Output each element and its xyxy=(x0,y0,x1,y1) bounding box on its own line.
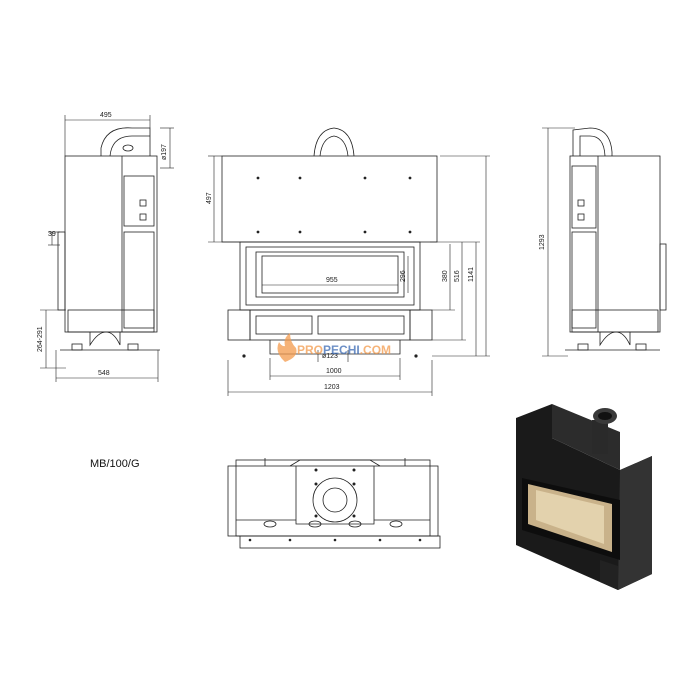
front-dots xyxy=(242,176,418,358)
dim-overall-width: 1203 xyxy=(324,384,340,391)
dim-base-depth: 548 xyxy=(98,370,110,377)
model-label: MB/100/G xyxy=(90,458,140,470)
dim-glass-height: 296 xyxy=(400,270,407,282)
watermark: PROPECHI.COM xyxy=(277,333,391,362)
side-dimension-lines xyxy=(40,115,174,382)
dim-glass-width: 955 xyxy=(326,277,338,284)
watermark-suffix: .COM xyxy=(360,343,391,357)
dim-inner-width: 1000 xyxy=(326,368,342,375)
dim-opening-height: 380 xyxy=(442,270,449,282)
front-view xyxy=(221,127,438,355)
dim-rear-height: 1293 xyxy=(539,234,546,250)
watermark-prefix: PRO xyxy=(297,343,323,357)
watermark-text: PROPECHI.COM xyxy=(297,343,391,357)
dim-flue: ø123 xyxy=(322,353,338,360)
rear-view xyxy=(565,127,667,351)
top-view xyxy=(227,458,441,549)
product-render xyxy=(516,404,652,590)
watermark-highlight: PECHI xyxy=(323,343,360,357)
dim-side-depth: 495 xyxy=(100,112,112,119)
top-view-dots xyxy=(248,468,422,542)
dim-total-height: 1141 xyxy=(468,267,475,282)
side-view xyxy=(57,127,160,351)
dimension-labels: 495 ø197 39 264-291 548 497 955 296 380 … xyxy=(37,112,546,391)
dim-flue-diameter: ø197 xyxy=(161,144,168,160)
dim-leg-range: 264-291 xyxy=(37,326,44,352)
dim-door-height: 516 xyxy=(454,270,461,282)
dim-top-offset: 39 xyxy=(48,231,56,238)
dim-top-height: 497 xyxy=(206,192,213,204)
flame-icon xyxy=(277,333,297,362)
rear-dimension-lines xyxy=(542,127,575,357)
front-dimension-lines xyxy=(208,155,490,396)
